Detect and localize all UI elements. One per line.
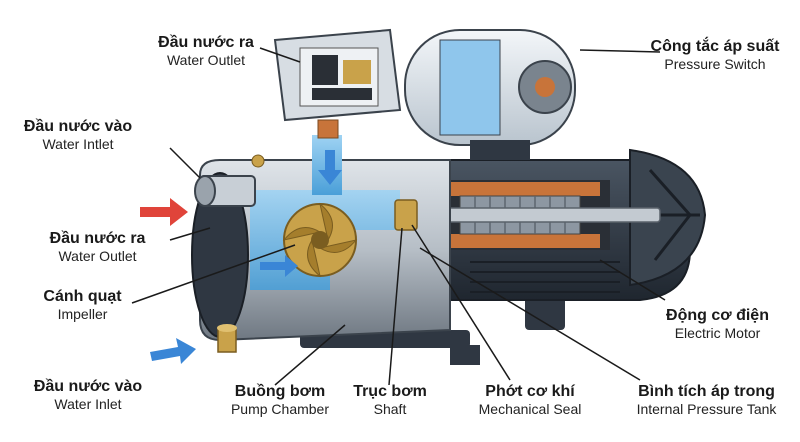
- flow-arrows: [260, 150, 342, 277]
- label-vi: Phớt cơ khí: [485, 383, 575, 400]
- label-en: Mechanical Seal: [478, 401, 582, 418]
- label-vi: Trục bơm: [353, 383, 427, 400]
- label-water-outlet-left: Đầu nước ra Water Outlet: [35, 230, 160, 264]
- label-vi: Đầu nước ra: [158, 34, 254, 51]
- impeller-wheel: [282, 202, 358, 278]
- label-electric-motor: Động cơ điện Electric Motor: [655, 307, 780, 341]
- bottom-inlet-nozzle: [217, 324, 237, 353]
- label-en: Water Outlet: [166, 52, 246, 69]
- label-water-inlet-bottom: Đầu nước vào Water Inlet: [18, 378, 158, 412]
- label-vi: Cánh quạt: [43, 288, 122, 305]
- label-vi: Đầu nước vào: [23, 118, 133, 135]
- label-vi: Động cơ điện: [666, 307, 769, 324]
- label-en: Shaft: [373, 401, 407, 418]
- label-water-inlet-left: Đầu nước vào Water Intlet: [8, 118, 148, 152]
- label-water-outlet-top: Đầu nước ra Water Outlet: [146, 34, 266, 68]
- label-shaft: Trục bơm Shaft: [345, 383, 435, 417]
- label-impeller: Cánh quạt Impeller: [30, 288, 135, 322]
- label-vi: Đầu nước ra: [49, 230, 146, 247]
- pressure-switch-box: [273, 28, 402, 139]
- motor-housing: [399, 148, 707, 301]
- inlet-arrow-blue: [150, 338, 196, 364]
- label-en: Water Inlet: [54, 396, 122, 413]
- label-en: Electric Motor: [674, 325, 761, 342]
- label-en: Impeller: [57, 306, 108, 323]
- label-en: Water Intlet: [42, 136, 114, 153]
- drain-plug: [251, 154, 265, 168]
- mechanical-seal: [394, 199, 418, 231]
- label-en: Pump Chamber: [230, 401, 330, 418]
- label-vi: Bình tích áp trong: [638, 383, 775, 400]
- pressure-tank: [404, 29, 576, 160]
- label-en: Water Outlet: [58, 248, 137, 265]
- label-en: Internal Pressure Tank: [636, 401, 777, 418]
- label-internal-pressure-tank: Bình tích áp trong Internal Pressure Tan…: [624, 383, 789, 417]
- leader-lines: [131, 47, 666, 386]
- label-en: Pressure Switch: [664, 56, 766, 73]
- label-vi: Đầu nước vào: [33, 378, 143, 395]
- inlet-arrow-red: [140, 198, 188, 226]
- label-vi: Công tắc áp suất: [650, 38, 780, 55]
- label-mechanical-seal: Phớt cơ khí Mechanical Seal: [470, 383, 590, 417]
- label-pump-chamber: Buồng bơm Pump Chamber: [220, 383, 340, 417]
- label-vi: Buồng bơm: [234, 383, 326, 400]
- label-pressure-switch: Công tắc áp suất Pressure Switch: [640, 38, 790, 72]
